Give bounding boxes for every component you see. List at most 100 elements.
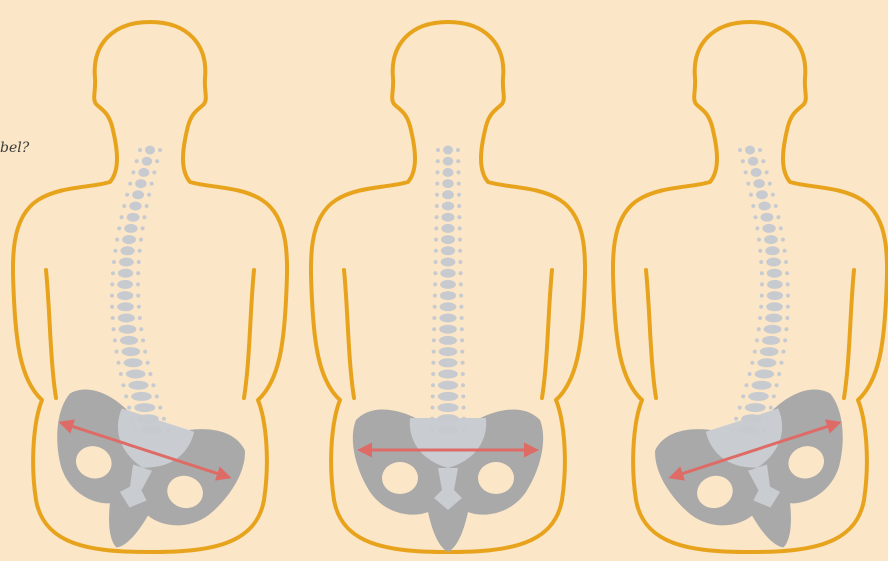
vertebra (439, 325, 457, 334)
vertebra (441, 235, 455, 244)
vertebra-process (143, 350, 147, 354)
vertebra-process (755, 226, 759, 230)
vertebra-process (148, 372, 152, 376)
vertebra-process (111, 316, 115, 320)
vertebra-process (461, 383, 465, 387)
vertebra-process (433, 305, 437, 309)
vertebra-process (460, 316, 464, 320)
vertebra-process (744, 170, 748, 174)
vertebra (756, 190, 768, 199)
vertebra-process (112, 327, 116, 331)
vertebra (767, 291, 783, 300)
vertebra-process (746, 182, 750, 186)
vertebra (135, 179, 146, 188)
vertebra (122, 347, 141, 356)
vertebra (758, 202, 770, 211)
vertebra-process (461, 394, 465, 398)
vertebra (752, 381, 772, 390)
vertebra-process (777, 372, 781, 376)
vertebra-process (136, 271, 140, 275)
vertebra-process (431, 361, 435, 365)
vertebra-process (730, 428, 734, 432)
right-arm-line (844, 270, 854, 398)
vertebra-process (781, 350, 785, 354)
vertebra-process (783, 338, 787, 342)
vertebra-process (748, 372, 752, 376)
vertebra (117, 302, 134, 311)
vertebra-process (115, 350, 119, 354)
vertebra-process (122, 204, 126, 208)
vertebra-process (128, 182, 132, 186)
vertebra-process (139, 238, 143, 242)
vertebra (764, 235, 778, 244)
vertebra-process (432, 316, 436, 320)
vertebra (748, 157, 758, 166)
vertebra-process (462, 406, 466, 410)
vertebra-process (460, 327, 464, 331)
left-arm-line (344, 270, 354, 398)
vertebra (767, 280, 783, 289)
vertebra-process (460, 350, 464, 354)
vertebra-process (462, 428, 466, 432)
vertebra-process (758, 249, 762, 253)
vertebra-process (158, 406, 162, 410)
vertebra-process (435, 182, 439, 186)
vertebra-process (430, 428, 434, 432)
vertebra (764, 325, 782, 334)
vertebra-process (779, 361, 783, 365)
vertebra (117, 291, 133, 300)
vertebra-process (152, 170, 156, 174)
vertebra-process (431, 383, 435, 387)
vertebra-process (158, 148, 162, 152)
vertebra (440, 302, 457, 311)
vertebra-process (758, 316, 762, 320)
figure-left (13, 22, 287, 561)
vertebra-process (147, 193, 151, 197)
vertebra-process (432, 327, 436, 331)
vertebra-process (760, 282, 764, 286)
vertebra-process (138, 148, 142, 152)
vertebra-process (768, 182, 772, 186)
vertebra-process (774, 204, 778, 208)
vertebra (745, 403, 766, 412)
vertebra-process (759, 260, 763, 264)
vertebra-process (769, 406, 773, 410)
vertebra (442, 179, 453, 188)
vertebra-process (771, 193, 775, 197)
vertebra-process (125, 193, 129, 197)
vertebra-process (117, 226, 121, 230)
vertebra-process (760, 271, 764, 275)
vertebra-process (146, 361, 150, 365)
vertebra-process (779, 226, 783, 230)
vertebra-process (757, 327, 761, 331)
vertebra (748, 392, 769, 401)
vertebra-process (459, 305, 463, 309)
vertebra (438, 358, 457, 367)
vertebra-process (741, 159, 745, 163)
vertebra (437, 403, 458, 412)
vertebra (762, 336, 780, 345)
vertebra (441, 258, 456, 267)
vertebra (442, 213, 455, 222)
vertebra-process (754, 215, 758, 219)
vertebra-process (781, 238, 785, 242)
vertebra-process (434, 238, 438, 242)
vertebra (766, 258, 781, 267)
vertebra-process (786, 305, 790, 309)
vertebra (439, 314, 456, 323)
vertebra-process (432, 338, 436, 342)
vertebra-process (435, 193, 439, 197)
vertebra-process (155, 159, 159, 163)
vertebra-process (121, 383, 125, 387)
vertebra-process (136, 294, 140, 298)
vertebra-process (145, 204, 149, 208)
vertebra-process (433, 294, 437, 298)
vertebra-process (456, 159, 460, 163)
vertebra (442, 202, 454, 211)
vertebra (753, 179, 764, 188)
vertebra-process (120, 215, 124, 219)
vertebra-process (785, 316, 789, 320)
vertebra-process (459, 282, 463, 286)
vertebra (440, 291, 456, 300)
vertebra (757, 358, 776, 367)
